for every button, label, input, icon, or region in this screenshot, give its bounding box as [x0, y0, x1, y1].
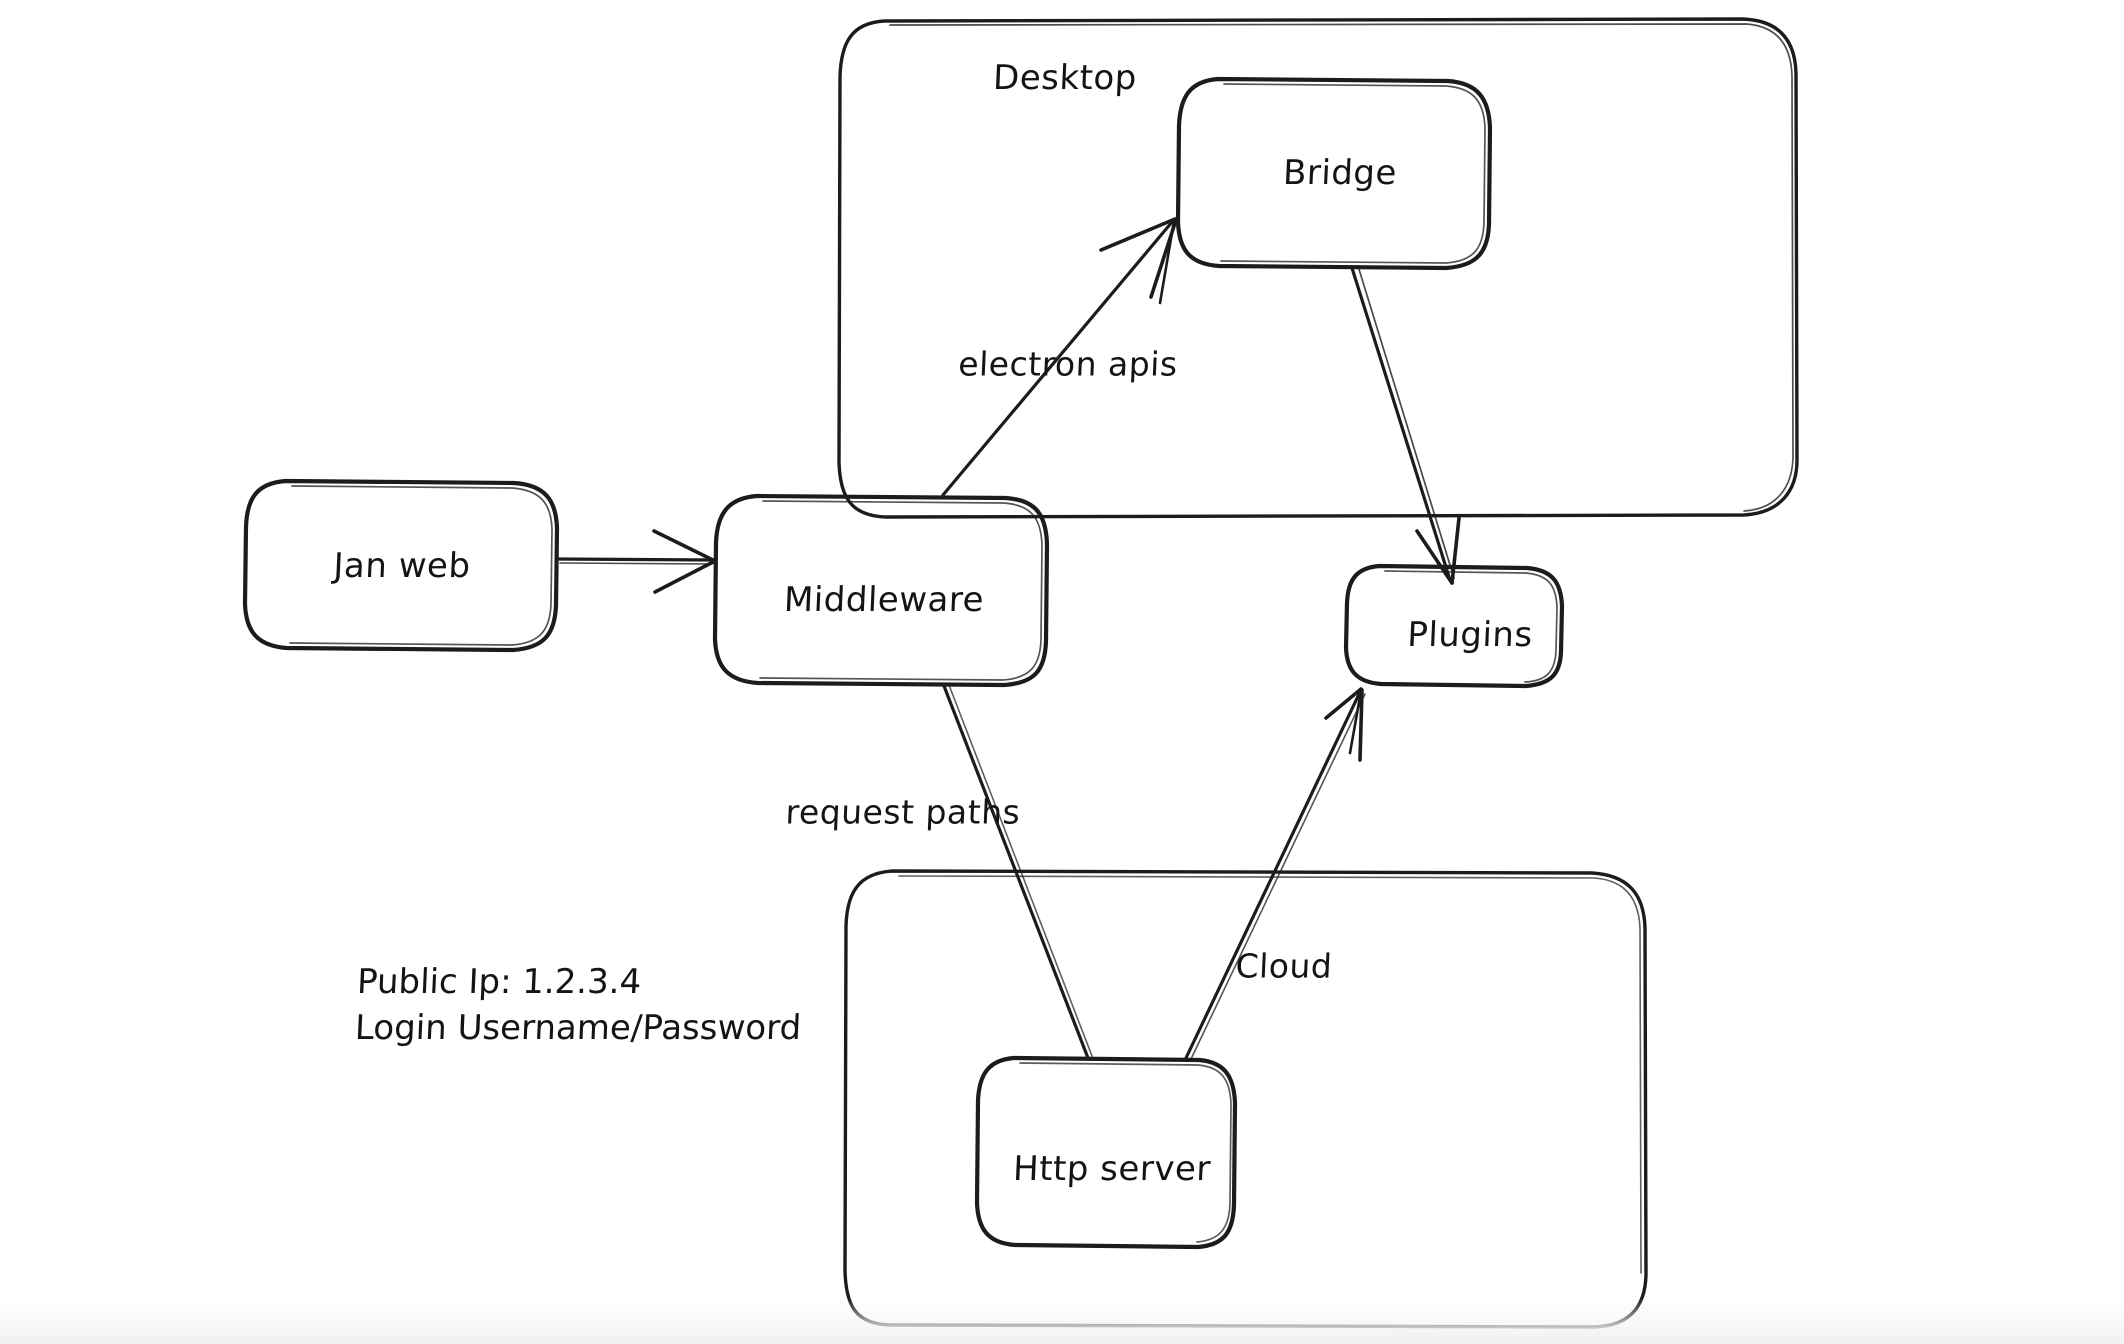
- node-jan-web-shape: [242, 478, 560, 653]
- note-line-login: Login Username/Password: [354, 1007, 803, 1048]
- edge-middleware-to-bridge: [941, 217, 1178, 497]
- edge-bridge-to-plugins: [1350, 265, 1461, 585]
- container-cloud-shape: [843, 869, 1648, 1329]
- edge-label-request-paths: request paths: [784, 792, 1022, 832]
- edge-middleware-to-httpserver: [942, 684, 1093, 1060]
- edge-httpserver-to-plugins: [1184, 687, 1366, 1060]
- node-label-middleware: Middleware: [783, 580, 985, 620]
- node-middleware-shape: [712, 493, 1050, 688]
- node-label-jan-web: Jan web: [332, 546, 472, 586]
- edge-janweb-to-middleware: [555, 529, 717, 594]
- node-label-bridge: Bridge: [1282, 153, 1398, 193]
- node-http-server-shape: [974, 1055, 1238, 1250]
- edge-label-electron-apis: electron apis: [957, 344, 1179, 384]
- connection-note: Public Ip: 1.2.3.4 Login Username/Passwo…: [354, 960, 804, 1052]
- container-label-desktop: Desktop: [992, 58, 1138, 98]
- node-plugins-shape: [1343, 563, 1565, 689]
- note-line-public-ip: Public Ip: 1.2.3.4: [356, 962, 643, 1002]
- node-label-plugins: Plugins: [1406, 615, 1534, 655]
- node-label-http-server: Http server: [1012, 1149, 1212, 1189]
- container-label-cloud: Cloud: [1234, 946, 1334, 986]
- container-desktop-shape: [837, 17, 1799, 519]
- node-bridge-shape: [1175, 76, 1493, 271]
